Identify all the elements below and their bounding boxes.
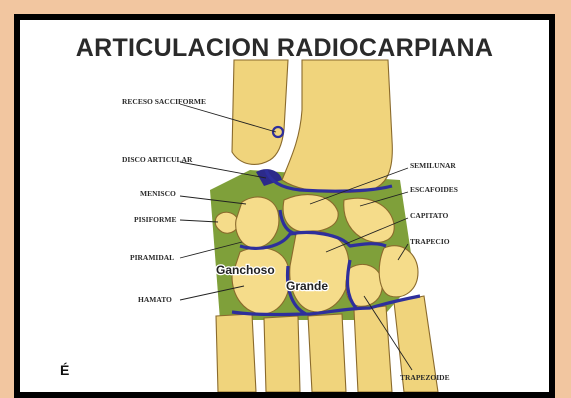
label-pisiforme: PISIFORME: [134, 215, 177, 224]
diagram-title: ARTICULACION RADIOCARPIANA: [20, 34, 549, 63]
label-escafoides: ESCAFOIDES: [410, 185, 458, 194]
metacarpal-5: [216, 314, 256, 392]
lunate-bone: [283, 195, 338, 232]
label-hamato: HAMATO: [138, 295, 172, 304]
leader-pisiforme: [180, 220, 218, 222]
label-capitato: CAPITATO: [410, 211, 449, 220]
label-receso-sacciforme: RECESO SACCIFORME: [122, 97, 206, 106]
metacarpal-4: [264, 316, 300, 392]
wrist-illustration: RECESO SACCIFORME DISCO ARTICULAR MENISC…: [20, 20, 549, 392]
diagram-panel: ARTICULACION RADIOCARPIANA: [20, 20, 549, 392]
metacarpal-3: [308, 314, 346, 392]
label-disco-articular: DISCO ARTICULAR: [122, 155, 193, 164]
radius-bone: [282, 60, 392, 193]
trapezium-bone: [379, 246, 418, 297]
label-menisco: MENISCO: [140, 189, 176, 198]
label-trapecio: TRAPECIO: [410, 237, 450, 246]
image-frame: ARTICULACION RADIOCARPIANA: [14, 14, 555, 398]
label-ganchoso: Ganchoso: [216, 263, 275, 277]
metacarpal-2: [354, 306, 392, 392]
label-trapezoide: TRAPEZOIDE: [400, 373, 450, 382]
label-piramidal: PIRAMIDAL: [130, 253, 174, 262]
label-grande: Grande: [286, 279, 328, 293]
cropped-text-glyph: É: [60, 362, 69, 378]
ulna-bone: [232, 60, 288, 164]
label-semilunar: SEMILUNAR: [410, 161, 456, 170]
